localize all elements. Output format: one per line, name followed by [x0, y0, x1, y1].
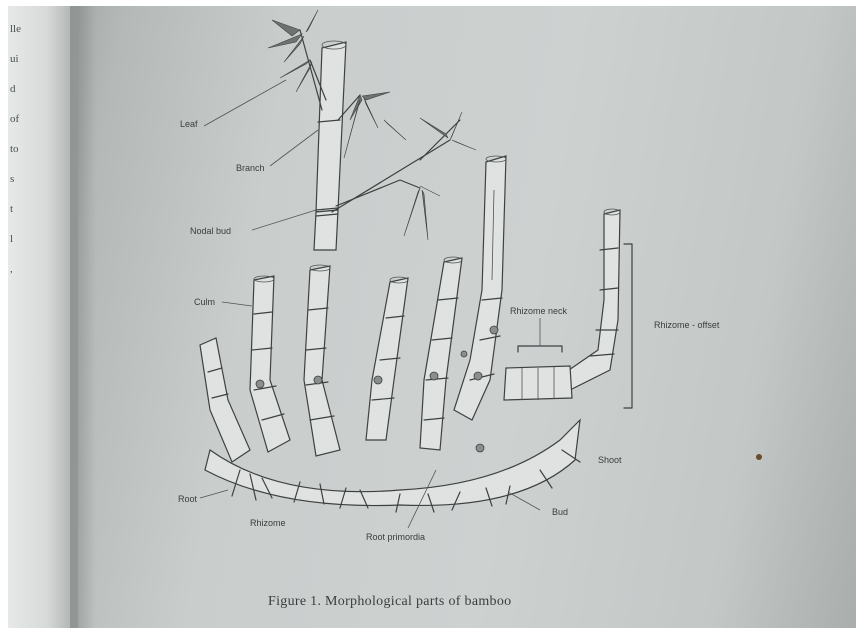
label-leaf: Leaf — [180, 119, 198, 129]
upper-culm — [314, 41, 346, 250]
rhizome-neck-bracket — [518, 346, 562, 352]
label-rhizome-offset: Rhizome - offset — [654, 320, 720, 330]
leaves — [268, 10, 476, 240]
rhizome-offset-bracket — [624, 244, 632, 408]
label-rhizome-neck: Rhizome neck — [510, 306, 568, 316]
figure-caption: Figure 1. Morphological parts of bamboo — [268, 594, 668, 610]
label-root: Root — [178, 494, 198, 504]
label-bud: Bud — [552, 507, 568, 517]
label-root-primordia: Root primordia — [366, 532, 425, 542]
label-culm: Culm — [194, 297, 215, 307]
label-branch: Branch — [236, 163, 265, 173]
label-shoot: Shoot — [598, 455, 622, 465]
paper-stain — [756, 454, 762, 460]
culm-clump — [200, 156, 620, 512]
label-nodal-bud: Nodal bud — [190, 226, 231, 236]
label-rhizome: Rhizome — [250, 518, 286, 528]
